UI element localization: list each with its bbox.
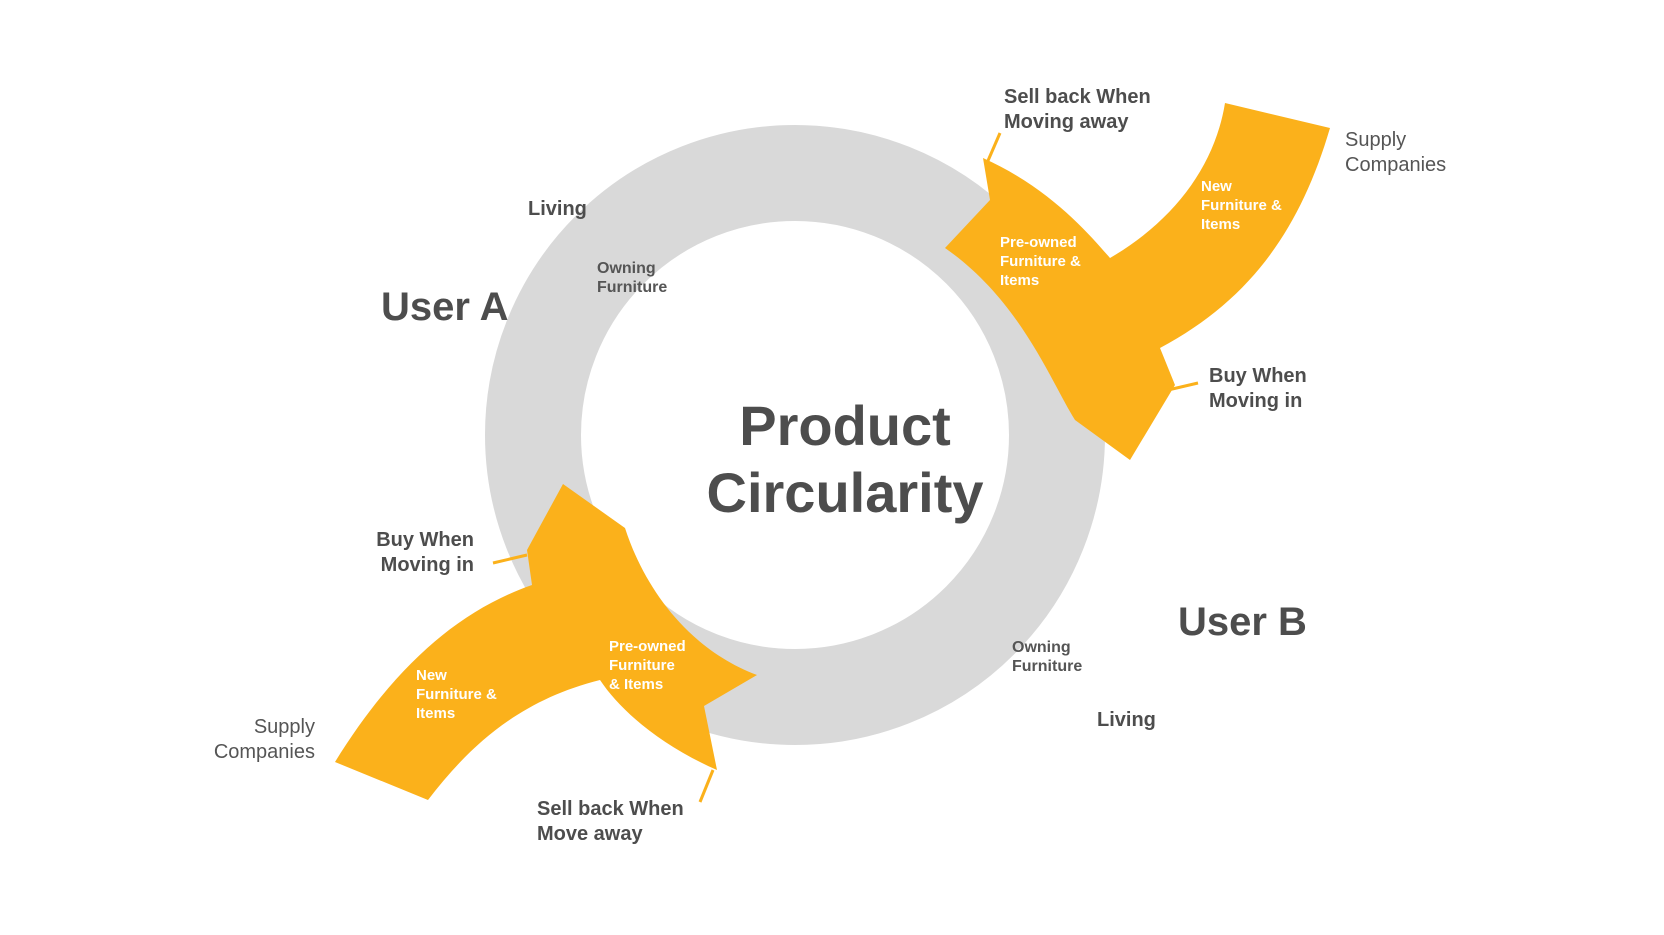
user-a-owning-line1: Owning [597, 260, 656, 277]
arrow-top-right [945, 103, 1330, 460]
user-b-supply-line1: Supply [1345, 129, 1406, 151]
user-b-sell-line2: Moving away [1004, 111, 1129, 133]
user-b-living: Living [1097, 709, 1156, 731]
connector-sell-back-a [698, 769, 715, 803]
diagram-title-line1: Product [739, 394, 951, 457]
user-b-sell-line1: Sell back When [1004, 86, 1151, 108]
user-b-label: User B [1178, 600, 1307, 644]
user-a-supply-line1: Supply [254, 716, 315, 738]
user-b-new-line3: Items [1201, 216, 1240, 233]
user-b-owning-line1: Owning [1012, 639, 1071, 656]
user-a-preowned-line3: & Items [609, 676, 663, 693]
connector-buy-b [1167, 381, 1199, 392]
user-a-supply-line2: Companies [214, 741, 315, 763]
user-b-new-line2: Furniture & [1201, 197, 1282, 214]
user-b-owning-line2: Furniture [1012, 658, 1082, 675]
user-a-living: Living [528, 198, 587, 220]
user-b-preowned-line1: Pre-owned [1000, 234, 1077, 251]
user-a-new-line1: New [416, 667, 447, 684]
user-a-preowned-line2: Furniture [609, 657, 675, 674]
diagram-title-line2: Circularity [707, 461, 984, 524]
user-b-preowned-line3: Items [1000, 272, 1039, 289]
user-a-buy-line2: Moving in [381, 554, 474, 576]
connector-sell-back-b [985, 132, 1002, 164]
user-a-sell-line2: Move away [537, 823, 643, 845]
circularity-ring [485, 125, 1105, 745]
user-b-buy-line1: Buy When [1209, 365, 1307, 387]
user-a-label: User A [381, 285, 508, 329]
user-a-new-line3: Items [416, 705, 455, 722]
user-a-owning-line2: Furniture [597, 279, 667, 296]
user-b-preowned-line2: Furniture & [1000, 253, 1081, 270]
user-b-supply-line2: Companies [1345, 154, 1446, 176]
connector-buy-a [492, 553, 528, 565]
user-b-new-line1: New [1201, 178, 1232, 195]
user-a-buy-line1: Buy When [376, 529, 474, 551]
user-b-buy-line2: Moving in [1209, 390, 1302, 412]
user-a-preowned-line1: Pre-owned [609, 638, 686, 655]
user-a-sell-line1: Sell back When [537, 798, 684, 820]
user-a-new-line2: Furniture & [416, 686, 497, 703]
arrow-bottom-left [335, 484, 757, 800]
